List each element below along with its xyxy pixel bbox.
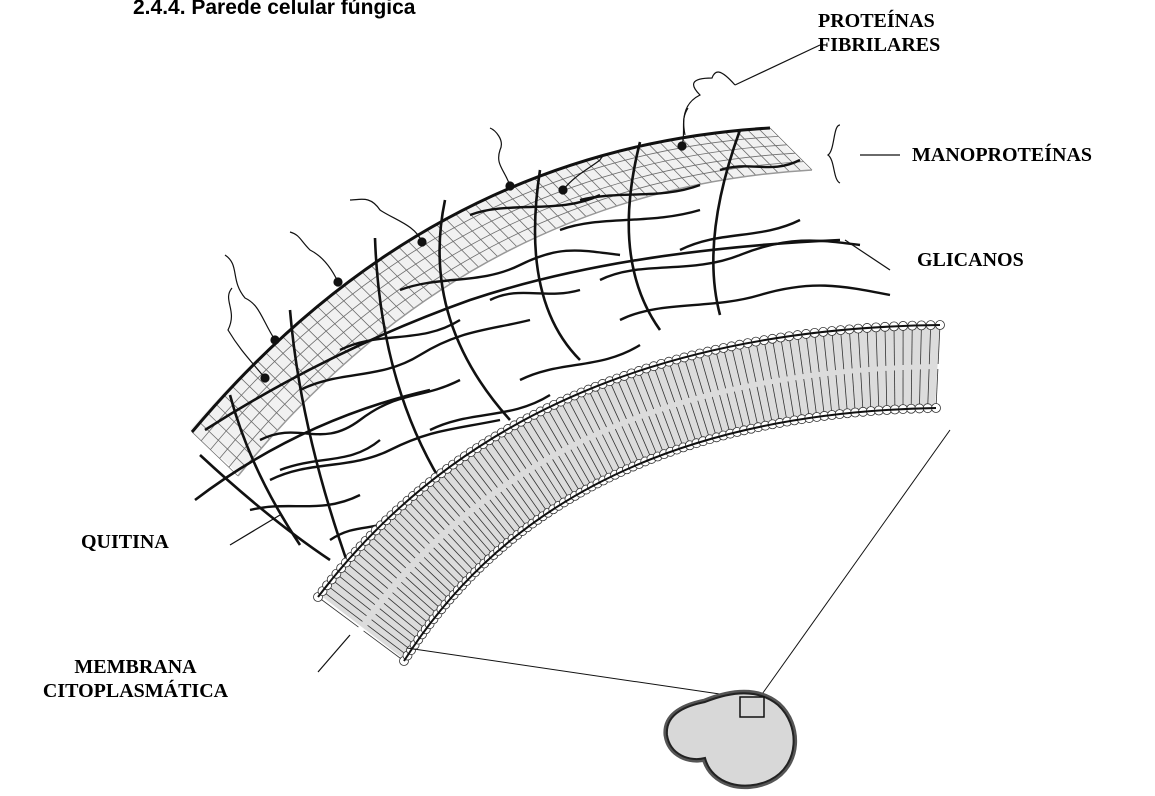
zoom-line-left bbox=[407, 648, 740, 697]
lipid-tail bbox=[912, 326, 913, 365]
label-glucans: GLICANOS bbox=[917, 248, 1024, 272]
protein-strand bbox=[490, 128, 510, 186]
protein-dot bbox=[418, 238, 426, 246]
protein-strand bbox=[225, 255, 275, 340]
glucan-fiber bbox=[680, 220, 800, 250]
label-fibrillar-proteins-line2: FIBRILARES bbox=[818, 33, 940, 57]
protein-dot bbox=[271, 336, 279, 344]
protein-strand bbox=[350, 199, 422, 242]
protein-strand bbox=[290, 232, 338, 282]
protein-dot bbox=[559, 186, 567, 194]
glucan-fiber bbox=[620, 286, 890, 320]
lipid-tail bbox=[911, 370, 912, 409]
label-fibrillar-proteins: PROTEÍNAS FIBRILARES bbox=[818, 9, 940, 57]
zoom-line-right bbox=[760, 430, 950, 697]
label-membrane-line1: MEMBRANA bbox=[8, 655, 263, 679]
protein-dot bbox=[261, 374, 269, 382]
label-mannoproteins: MANOPROTEÍNAS bbox=[912, 143, 1092, 167]
label-membrane: MEMBRANA CITOPLASMÁTICA bbox=[8, 655, 263, 703]
protein-dot bbox=[506, 182, 514, 190]
label-chitin: QUITINA bbox=[81, 530, 169, 554]
label-fibrillar-proteins-line1: PROTEÍNAS bbox=[818, 9, 940, 33]
label-membrane-line2: CITOPLASMÁTICA bbox=[8, 679, 263, 703]
glucan-fiber bbox=[490, 290, 580, 300]
section-heading: 2.4.4. Parede celular fúngica bbox=[133, 0, 415, 20]
yeast-cell bbox=[667, 693, 794, 785]
protein-dot bbox=[678, 142, 686, 150]
glucan-fiber bbox=[250, 495, 360, 510]
protein-dot bbox=[334, 278, 342, 286]
